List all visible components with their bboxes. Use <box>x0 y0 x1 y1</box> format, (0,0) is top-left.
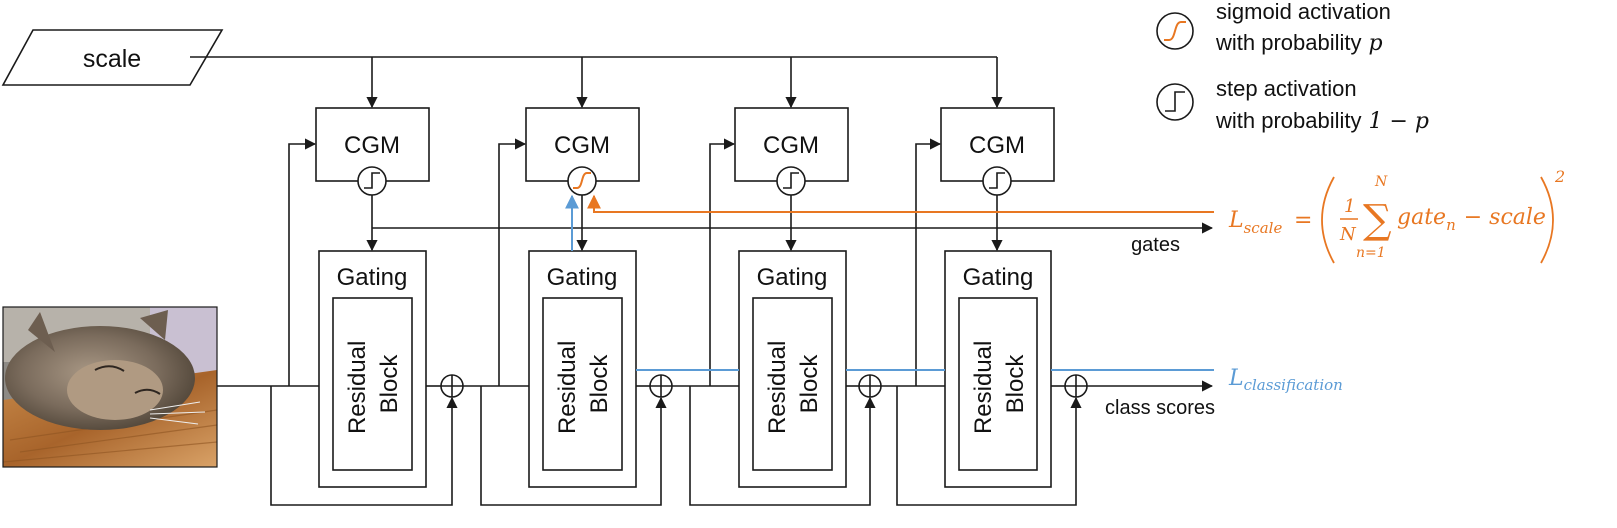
gating-label-1: Gating <box>337 264 408 291</box>
legend-step-line1: step activation <box>1216 76 1357 101</box>
step-activation-icon <box>982 166 1012 196</box>
step-activation-icon <box>776 166 806 196</box>
cgm-feature-inputs <box>288 138 942 386</box>
svg-text:Lclassification: Lclassification <box>1228 366 1343 394</box>
gating-label-2: Gating <box>547 264 618 291</box>
skip-connections <box>270 386 1082 506</box>
class-scores-label: class scores <box>1105 397 1215 419</box>
cgm-label-4: CGM <box>969 132 1025 159</box>
svg-text:1: 1 <box>1344 196 1355 217</box>
circle-plus-icon <box>440 374 464 398</box>
svg-text:∑: ∑ <box>1363 197 1392 243</box>
residual-block-3 <box>752 297 833 471</box>
legend-sigmoid-line1: sigmoid activation <box>1216 0 1391 24</box>
circle-plus-icon <box>858 374 882 398</box>
sigmoid-activation-icon <box>567 166 597 196</box>
residual-block-text-2: Residual Block <box>554 334 613 434</box>
svg-text:N: N <box>1374 174 1388 190</box>
residual-block-4 <box>958 297 1038 471</box>
scale-label: scale <box>83 45 141 73</box>
sleeping-cat-photo <box>2 306 218 468</box>
stage-2: CGM Gating Residual Block <box>525 57 673 488</box>
gating-label-3: Gating <box>757 264 828 291</box>
classification-loss-formula: Lclassification <box>1228 366 1343 394</box>
gating-label-4: Gating <box>963 264 1034 291</box>
residual-block-text-3: Residual Block <box>764 334 823 434</box>
residual-block-text-1: Residual Block <box>344 334 403 434</box>
stage-3: CGM Gating Residual Block <box>734 57 882 488</box>
svg-text:=: = <box>1294 208 1312 233</box>
scale-input: scale <box>1 29 224 86</box>
cgm-label-3: CGM <box>763 132 819 159</box>
svg-text:Lscale: Lscale <box>1228 208 1282 237</box>
residual-block-2 <box>542 297 623 471</box>
stage-1: CGM Gating Residual Block <box>315 57 464 488</box>
svg-text:gaten− scale: gaten− scale <box>1397 205 1546 234</box>
svg-text:N: N <box>1339 224 1357 245</box>
scale-loss-formula: Lscale = 1 N N ∑ n=1 gaten− scale 2 <box>1228 167 1565 264</box>
step-activation-icon <box>357 166 387 196</box>
circle-plus-icon <box>1064 374 1088 398</box>
svg-text:2: 2 <box>1554 167 1565 186</box>
gates-label: gates <box>1131 234 1180 256</box>
classification-loss-gradient <box>565 194 1214 371</box>
circle-plus-icon <box>649 374 673 398</box>
scale-loss-gradient <box>587 194 1214 213</box>
cgm-label-2: CGM <box>554 132 610 159</box>
sigmoid-activation-icon <box>1156 12 1194 50</box>
stage-4: CGM Gating Residual Block <box>940 57 1088 488</box>
residual-block-1 <box>332 297 413 471</box>
svg-text:n=1: n=1 <box>1356 245 1386 261</box>
residual-block-text-4: Residual Block <box>970 334 1029 434</box>
cgm-label-1: CGM <box>344 132 400 159</box>
step-activation-icon <box>1156 83 1194 121</box>
